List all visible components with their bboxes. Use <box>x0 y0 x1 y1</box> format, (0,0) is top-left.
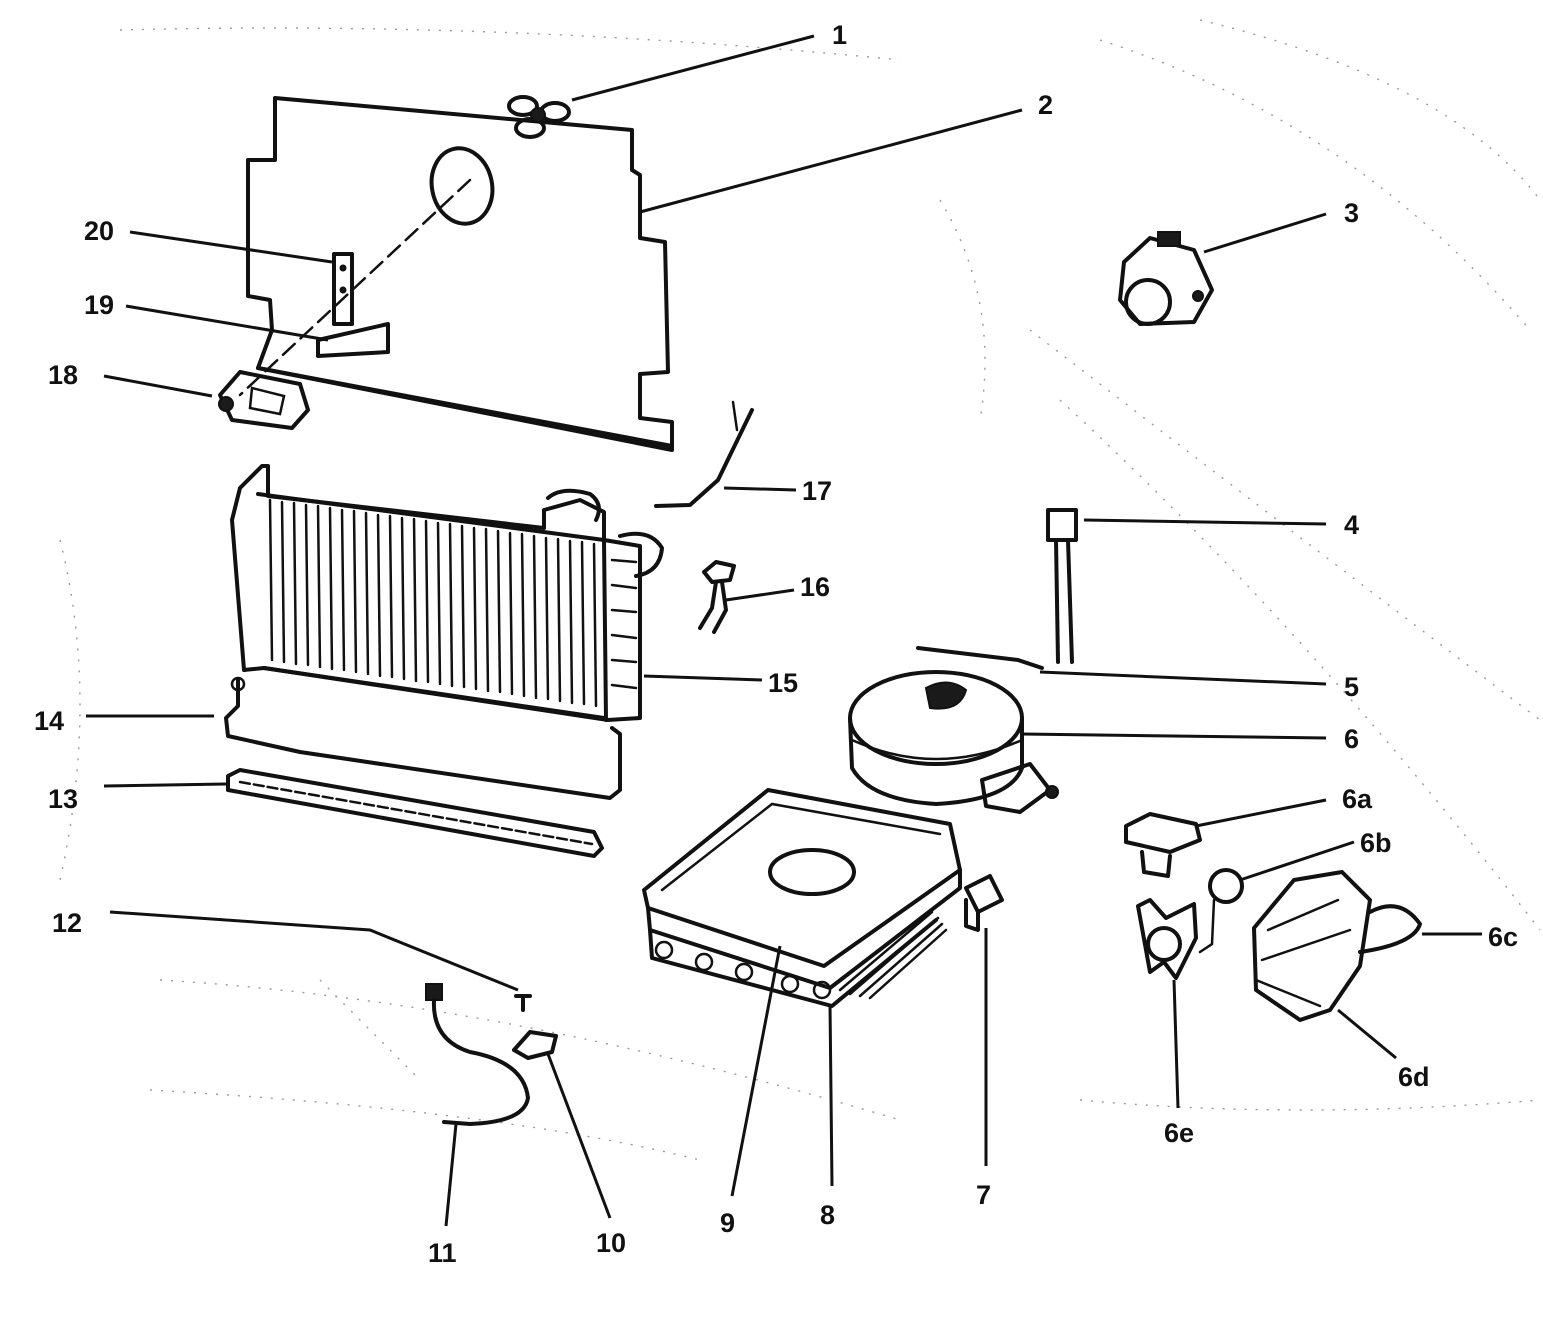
leader-13 <box>103 782 227 788</box>
leader-8 <box>828 1003 834 1187</box>
callout-2: 2 <box>1038 90 1053 120</box>
part-17-tube <box>654 400 754 508</box>
leader-12 <box>109 910 519 992</box>
callout-15: 15 <box>768 668 798 698</box>
callout-6d: 6d <box>1398 1062 1430 1092</box>
part-19-mount <box>316 322 390 358</box>
part-10-clip <box>512 1030 558 1060</box>
leader-18 <box>103 374 213 398</box>
callout-3: 3 <box>1344 198 1359 228</box>
part-16-thermostat <box>698 560 736 634</box>
callout-5: 5 <box>1344 672 1359 702</box>
background-dots <box>59 19 1541 1161</box>
leader-6e <box>1172 979 1180 1109</box>
callout-6e: 6e <box>1164 1118 1194 1148</box>
callout-19: 19 <box>84 290 114 320</box>
leader-1 <box>571 34 815 102</box>
callout-4: 4 <box>1344 510 1359 540</box>
part-3-defrost-timer <box>1118 231 1214 326</box>
part-5-strap <box>916 646 1044 670</box>
callout-20: 20 <box>84 216 114 246</box>
leader-6b <box>1239 840 1355 882</box>
part-6d-cover <box>1252 870 1372 1022</box>
part-6b-overload <box>1198 868 1244 954</box>
part-20-bracket <box>332 252 354 326</box>
leader-lines <box>86 34 1482 1227</box>
leader-19 <box>125 304 329 342</box>
leader-6a <box>1195 798 1327 828</box>
part-2-back-panel <box>238 96 674 452</box>
callout-6b: 6b <box>1360 828 1392 858</box>
part-11-wire-harness <box>425 983 530 1126</box>
part-6c-retainer <box>1358 904 1422 954</box>
callout-16: 16 <box>800 572 830 602</box>
leader-2 <box>639 108 1023 214</box>
part-7-connector <box>964 874 1004 932</box>
part-14-drain-tube <box>224 676 622 800</box>
leader-4 <box>1083 518 1327 526</box>
part-12-screw <box>514 994 532 1012</box>
callout-labels: 1 2 3 4 5 6 6a 6b 6c 6d 6e 7 8 9 10 11 1… <box>34 20 1518 1268</box>
leader-16 <box>725 588 795 602</box>
callout-6a: 6a <box>1342 784 1373 814</box>
callout-8: 8 <box>820 1200 835 1230</box>
leader-15 <box>643 674 763 682</box>
evaporator-fins <box>268 498 638 708</box>
callout-6c: 6c <box>1488 922 1518 952</box>
part-4-relay <box>1046 508 1078 664</box>
callout-10: 10 <box>596 1228 626 1258</box>
callout-13: 13 <box>48 784 78 814</box>
leader-9 <box>730 945 782 1197</box>
part-6a-start-relay <box>1124 812 1202 878</box>
part-15-evaporator <box>230 464 664 722</box>
leader-3 <box>1203 212 1327 254</box>
leader-11 <box>444 1123 458 1227</box>
leader-20 <box>129 230 333 264</box>
callout-12: 12 <box>52 908 82 938</box>
callout-14: 14 <box>34 706 64 736</box>
callout-1: 1 <box>832 20 847 50</box>
callout-9: 9 <box>720 1208 735 1238</box>
part-13-drip-tray <box>226 768 604 858</box>
callout-6: 6 <box>1344 724 1359 754</box>
callout-18: 18 <box>48 360 78 390</box>
callout-17: 17 <box>802 476 832 506</box>
part-6e-clip <box>1136 898 1198 980</box>
part-1-fan-blade <box>507 95 571 139</box>
part-18-fan-motor <box>218 370 310 430</box>
leader-5 <box>1039 670 1327 686</box>
leader-6d <box>1337 1008 1397 1060</box>
part-6-compressor <box>848 670 1059 814</box>
callout-11: 11 <box>428 1238 457 1268</box>
leader-6 <box>1021 732 1327 740</box>
callout-7: 7 <box>976 1180 991 1210</box>
part-8-condenser <box>648 910 948 1008</box>
leader-17 <box>723 486 797 492</box>
leader-10 <box>546 1053 612 1219</box>
